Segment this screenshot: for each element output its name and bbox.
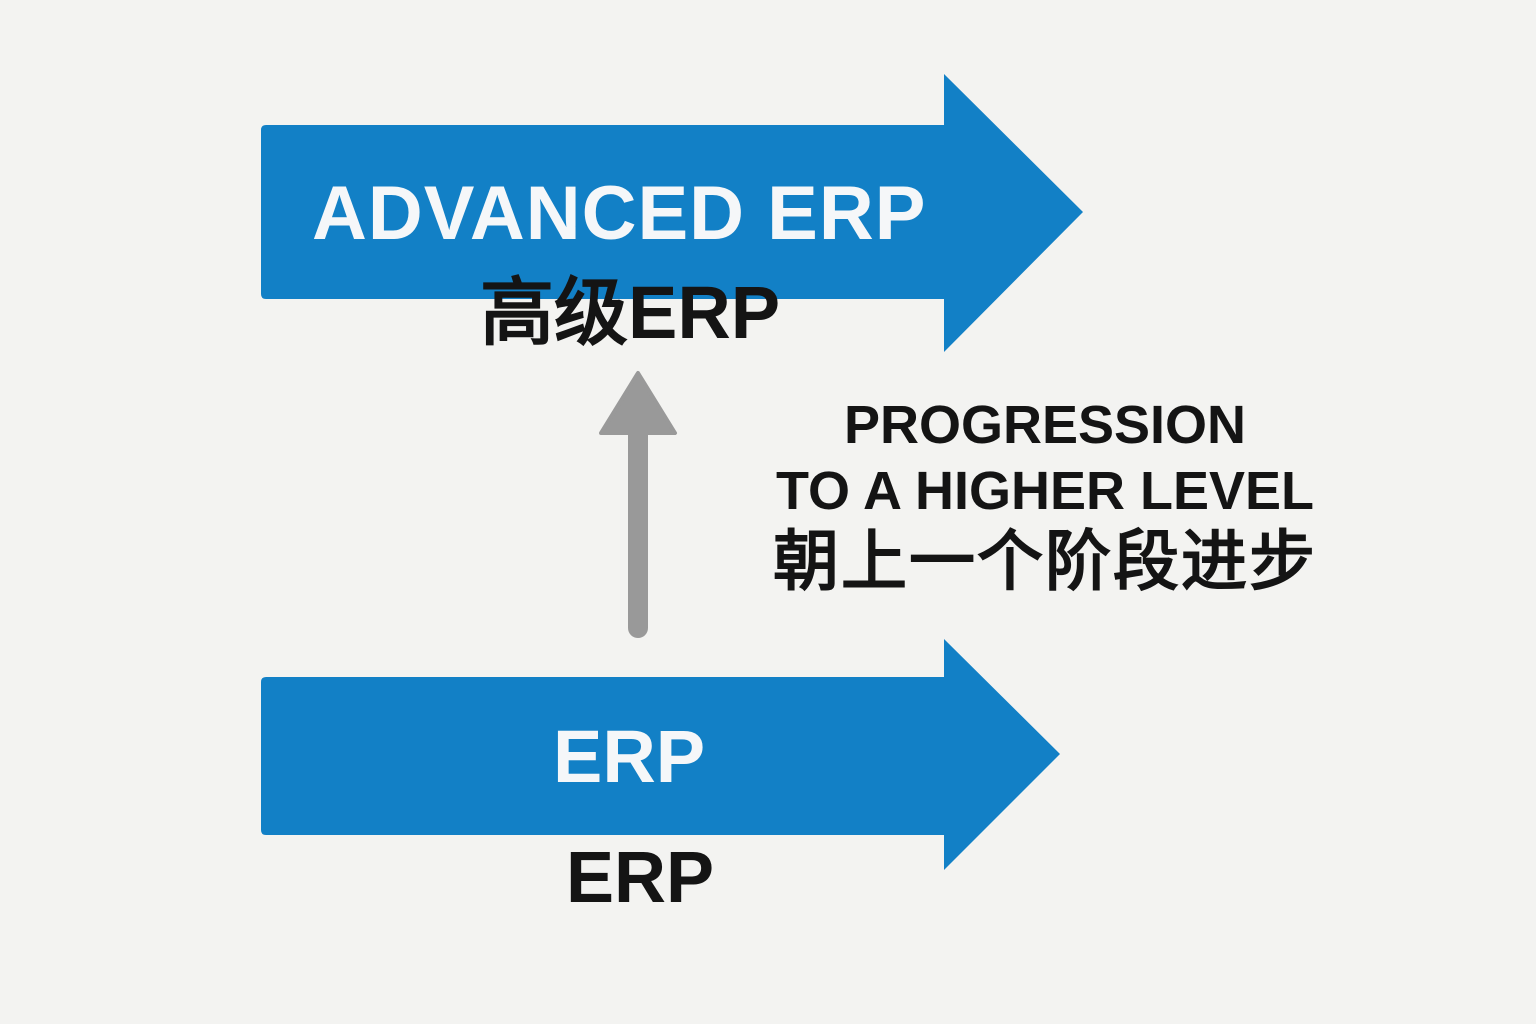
progression-text-chinese: 朝上一个阶段进步 (773, 524, 1317, 598)
erp-sub-label: ERP (566, 838, 715, 918)
advanced-erp-chinese-label: 高级ERP (480, 271, 781, 354)
progression-text-line2: TO A HIGHER LEVEL (775, 461, 1315, 521)
erp-arrow (261, 639, 1060, 870)
progression-text-line1: PROGRESSION (843, 395, 1247, 455)
advanced-erp-arrow (261, 74, 1083, 352)
erp-label: ERP (553, 715, 706, 798)
advanced-erp-label: ADVANCED ERP (312, 171, 927, 256)
arrow-up-icon (599, 371, 677, 638)
